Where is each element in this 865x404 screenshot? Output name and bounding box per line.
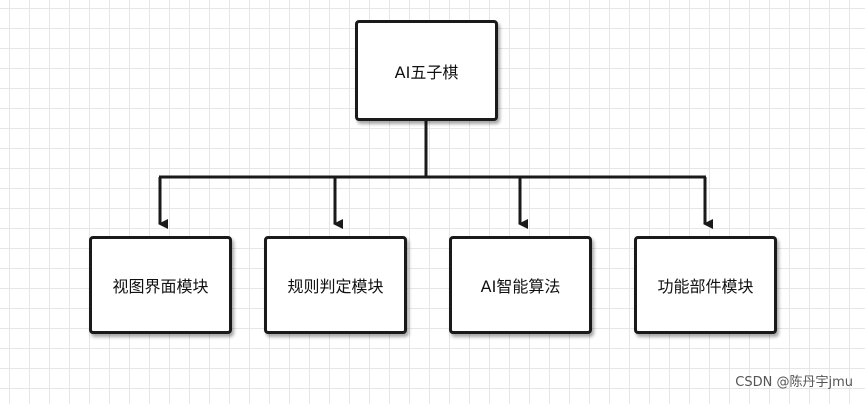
watermark: CSDN @陈丹宇jmu [735, 375, 853, 390]
node-view-module: 视图界面模块 [89, 236, 232, 334]
node-ai-algorithm: AI智能算法 [449, 236, 592, 334]
node-ai-algorithm-label: AI智能算法 [480, 277, 561, 296]
node-feature-module-label: 功能部件模块 [657, 277, 754, 296]
node-view-module-label: 视图界面模块 [112, 277, 209, 296]
node-rules-module: 规则判定模块 [264, 236, 407, 334]
node-rules-module-label: 规则判定模块 [287, 277, 384, 296]
node-feature-module: 功能部件模块 [634, 236, 777, 334]
root-node-label: AI五子棋 [394, 62, 459, 82]
root-node: AI五子棋 [355, 20, 498, 121]
